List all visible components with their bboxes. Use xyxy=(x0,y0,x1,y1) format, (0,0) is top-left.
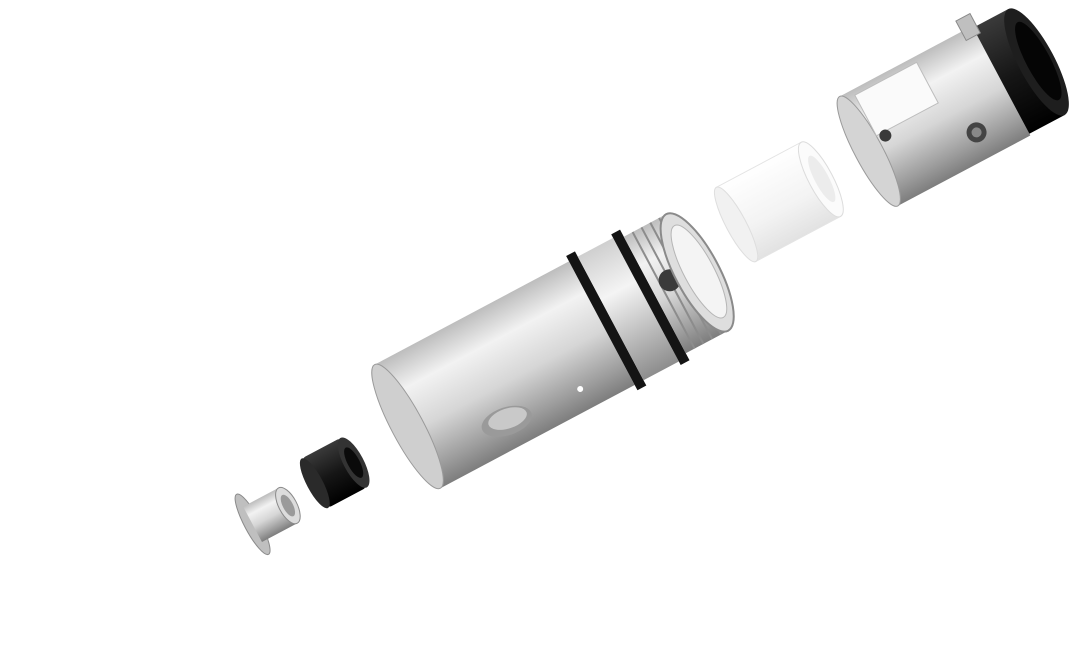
insulator-ring xyxy=(234,486,301,556)
rubber-seal xyxy=(299,437,370,509)
top-cap xyxy=(836,8,1069,207)
coil-body xyxy=(371,212,735,490)
ceramic-sleeve xyxy=(713,141,844,263)
